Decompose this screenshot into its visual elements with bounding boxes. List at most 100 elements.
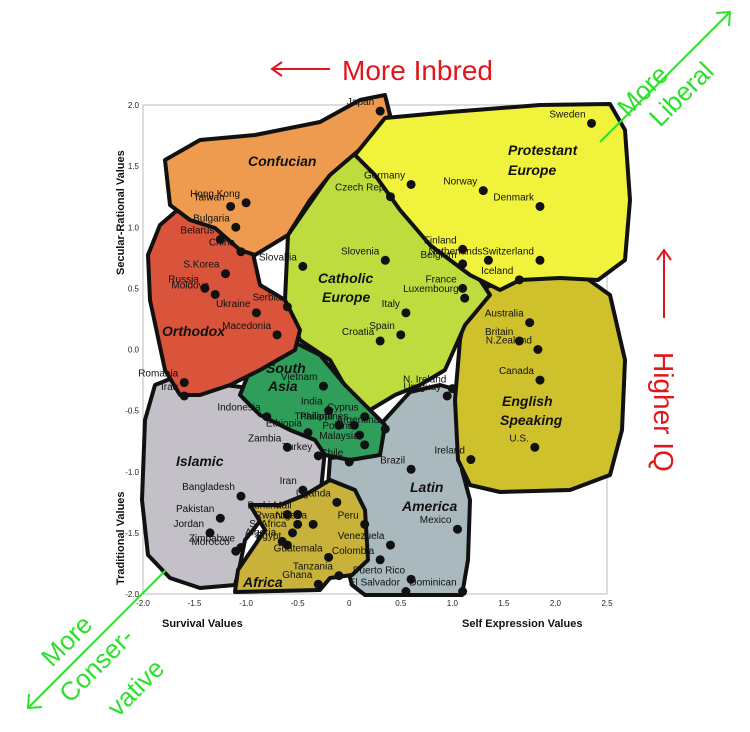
data-point: [530, 442, 540, 452]
point-label: Nigeria: [275, 510, 307, 521]
y-tick-label: 1.0: [128, 223, 140, 232]
point-label: Brazil: [380, 455, 405, 466]
point-label: Poland: [322, 421, 353, 432]
data-point: [318, 381, 328, 391]
point-label: Luxembourg: [403, 284, 459, 295]
data-point: [282, 540, 292, 550]
point-label: Iceland: [481, 266, 513, 277]
point-label: Malaysia: [319, 431, 359, 442]
point-label: Italy: [382, 299, 400, 310]
point-label: Canada: [499, 366, 534, 377]
point-label: Switzerland: [482, 246, 534, 257]
data-point: [385, 192, 395, 202]
data-point: [282, 510, 292, 520]
x-axis-label-left: Survival Values: [162, 618, 243, 630]
region-label-protestant-1: Protestant: [508, 142, 579, 158]
x-tick-label: -1.0: [239, 599, 253, 608]
region-africa-shape: [233, 478, 370, 594]
data-point: [535, 201, 545, 211]
point-label: N. Ireland: [403, 375, 446, 386]
data-point: [179, 391, 189, 401]
data-point: [293, 519, 303, 529]
point-label: Colombia: [332, 546, 375, 557]
point-label: Zimbabwe: [189, 534, 236, 545]
data-point: [375, 555, 385, 565]
data-point: [385, 540, 395, 550]
data-point: [406, 464, 416, 474]
point-label: Russia: [168, 274, 199, 285]
x-tick-label: 2.0: [550, 599, 562, 608]
point-label: Dominican: [409, 578, 456, 589]
point-label: Denmark: [493, 192, 535, 203]
data-point: [535, 255, 545, 265]
annotation-higher-iq: Higher IQ: [648, 352, 679, 472]
y-tick-label: 1.5: [128, 162, 140, 171]
point-label: Cyprus: [327, 403, 359, 414]
data-point: [380, 255, 390, 265]
arrow-conservative: [27, 569, 167, 709]
point-label: Guatemala: [274, 543, 323, 554]
data-point: [447, 384, 457, 394]
point-label: Mexico: [420, 515, 452, 526]
point-label: Ethiopia: [266, 419, 303, 430]
point-label: S. Africa: [249, 519, 287, 530]
data-point: [360, 519, 370, 529]
point-label: Finland: [424, 235, 457, 246]
data-point: [442, 391, 452, 401]
data-point: [535, 375, 545, 385]
region-label-africa: Africa: [242, 574, 283, 590]
point-label: Iran: [280, 476, 297, 487]
region-label-orthodox: Orthodox: [162, 323, 226, 339]
data-point: [401, 308, 411, 318]
y-tick-label: -1.0: [125, 468, 139, 477]
point-label: Egypt: [256, 531, 282, 542]
point-label: Uruguay: [403, 382, 441, 393]
point-label: Venezuela: [338, 531, 385, 542]
data-point: [360, 412, 370, 422]
point-label: Moldova: [171, 280, 209, 291]
annotation-more-inbred: More Inbred: [342, 55, 493, 86]
point-label: U.S.: [509, 433, 528, 444]
region-label-english-2: Speaking: [500, 412, 563, 428]
data-point: [483, 255, 493, 265]
point-label: Mali: [273, 501, 291, 512]
data-point: [375, 106, 385, 116]
region-label-catholic-2: Europe: [322, 289, 370, 305]
point-label: Argentina: [336, 415, 379, 426]
region-label-south-asia-2: Asia: [267, 378, 298, 394]
region-shapes: [140, 93, 632, 597]
region-labels: Confucian Protestant Europe Catholic Eur…: [162, 142, 579, 590]
point-label: Philippines: [300, 411, 348, 422]
data-point: [406, 574, 416, 584]
point-label: Bulgaria: [193, 213, 230, 224]
data-point: [324, 406, 334, 416]
point-label: Netherlands: [429, 246, 483, 257]
region-label-confucian: Confucian: [248, 153, 316, 169]
arrow-head-conservative: [26, 693, 43, 710]
data-point: [458, 587, 468, 597]
x-tick-label: -1.5: [188, 599, 202, 608]
y-axis-label-top: Secular-Rational Values: [115, 150, 127, 275]
point-label: Ireland: [434, 446, 465, 457]
data-point: [406, 179, 416, 189]
point-label: Tanzania: [293, 562, 333, 573]
data-point: [587, 118, 597, 128]
arrow-head-liberal: [715, 10, 732, 27]
point-label: Macedonia: [222, 321, 271, 332]
point-label: Taiwan: [194, 192, 225, 203]
point-label: Slovenia: [341, 246, 380, 257]
point-label: Bangladesh: [182, 482, 235, 493]
data-point: [349, 420, 359, 430]
region-confucian-shape: [163, 93, 392, 257]
region-protestant-shape: [353, 102, 632, 292]
point-label: Romania: [138, 369, 178, 380]
data-point: [298, 261, 308, 271]
data-point: [380, 424, 390, 434]
data-point: [293, 510, 303, 520]
point-label: Pakistan: [176, 504, 214, 515]
x-tick-label: 1.5: [498, 599, 510, 608]
data-point: [308, 519, 318, 529]
